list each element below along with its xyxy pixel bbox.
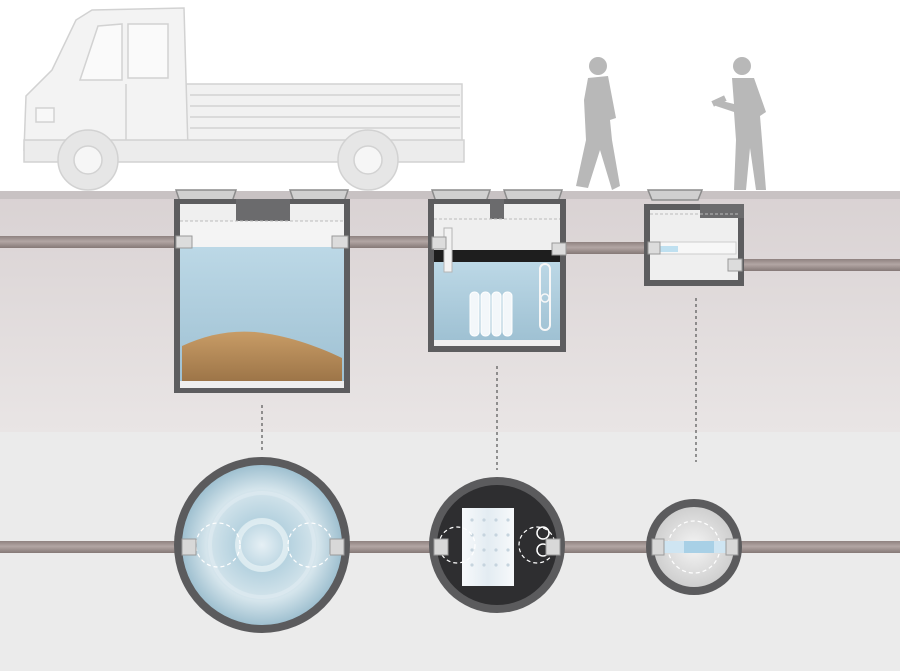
section-to-plan-connectors [261,298,697,470]
inspection-shaft-section [644,189,744,286]
walking-person-icon [576,57,620,190]
sediment-tank-section [174,189,350,393]
sediment-tank-plan [174,457,350,633]
filter-media-grid [470,518,510,567]
delivery-truck-icon [23,7,465,191]
filter-media-cartridge [469,291,513,337]
section-pipeline [0,236,900,271]
filter-unit-plan [429,477,565,613]
filter-unit-section [428,189,567,352]
inspector-with-tablet-icon [711,57,766,190]
plan-pipeline [0,541,900,553]
inspection-shaft-plan [646,499,742,595]
